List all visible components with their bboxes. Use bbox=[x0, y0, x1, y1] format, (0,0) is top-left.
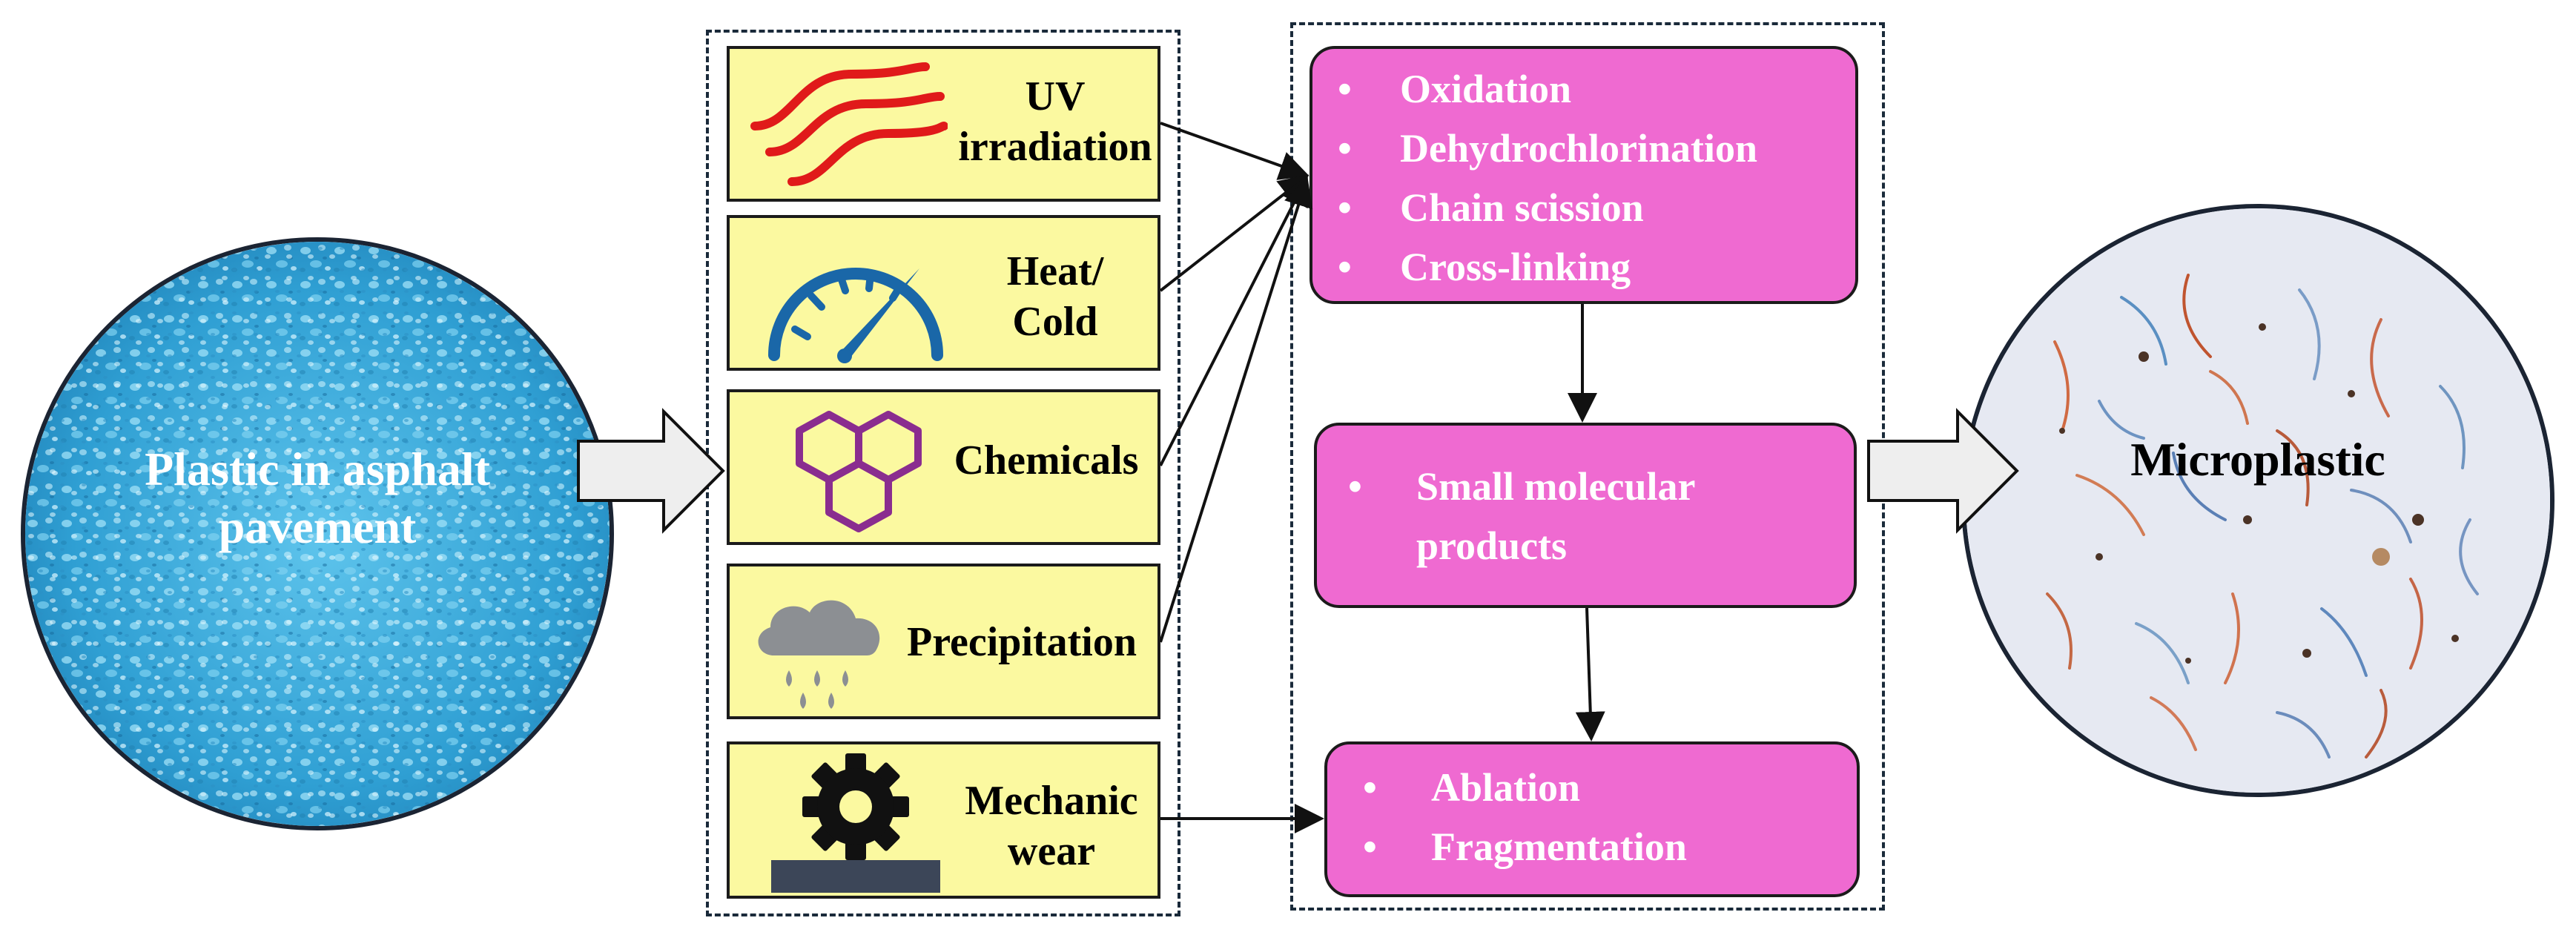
process-degradation-box: •Oxidation •Dehydrochlorination •Chain s… bbox=[1310, 46, 1858, 304]
list-item: •Fragmentation bbox=[1363, 825, 1687, 869]
factor-precipitation-label: Precipitation bbox=[906, 619, 1137, 665]
process-breakdown-box: •Ablation •Fragmentation bbox=[1324, 741, 1860, 897]
connector-uv bbox=[1160, 122, 1310, 180]
source-label: Plastic in asphalt pavement bbox=[25, 440, 610, 556]
rain-cloud-icon bbox=[758, 600, 880, 709]
connector-heat bbox=[1159, 174, 1310, 292]
factor-chemicals-label: Chemicals bbox=[954, 437, 1139, 483]
factor-chemicals: Chemicals bbox=[727, 389, 1160, 545]
factor-mechanic-label: Mechanic wear bbox=[965, 778, 1138, 874]
result-label: Microplastic bbox=[2130, 433, 2385, 486]
connector-precipitation bbox=[1159, 176, 1313, 643]
microplastic-circle: Microplastic bbox=[1961, 204, 2554, 797]
list-item: •Small molecular products bbox=[1348, 464, 1695, 568]
microplastic-fibers-texture bbox=[1966, 208, 2550, 793]
list-item: •Cross-linking bbox=[1338, 245, 1631, 289]
process-products-box: •Small molecular products bbox=[1314, 423, 1857, 608]
hexagon-molecule-icon bbox=[796, 411, 922, 532]
list-item: •Dehydrochlorination bbox=[1338, 126, 1758, 171]
factor-heat-cold: Heat/ Cold bbox=[727, 215, 1160, 371]
factor-precipitation: Precipitation bbox=[727, 564, 1160, 719]
list-item: •Oxidation bbox=[1338, 67, 1572, 111]
gear-icon bbox=[771, 753, 940, 893]
source-label-line2: pavement bbox=[218, 500, 417, 553]
list-item: •Chain scission bbox=[1338, 185, 1644, 230]
degradation-list: •Oxidation •Dehydrochlorination •Chain s… bbox=[1312, 59, 1855, 297]
products-list: •Small molecular products bbox=[1317, 457, 1854, 575]
blue-granules-texture bbox=[25, 242, 610, 826]
factor-heat-label: Heat/ Cold bbox=[1006, 248, 1104, 345]
connector-chemicals bbox=[1159, 175, 1308, 466]
factor-mechanic-wear: Mechanic wear bbox=[727, 741, 1160, 899]
list-item: •Ablation bbox=[1363, 765, 1581, 810]
factor-uv-irradiation: UV irradiation bbox=[727, 46, 1160, 202]
breakdown-list: •Ablation •Fragmentation bbox=[1327, 758, 1857, 876]
source-label-line1: Plastic in asphalt bbox=[145, 443, 490, 495]
plastic-asphalt-circle: Plastic in asphalt pavement bbox=[21, 237, 614, 830]
gauge-icon bbox=[768, 268, 943, 363]
uv-waves-icon bbox=[750, 62, 948, 186]
factor-uv-label: UV irradiation bbox=[958, 73, 1152, 170]
